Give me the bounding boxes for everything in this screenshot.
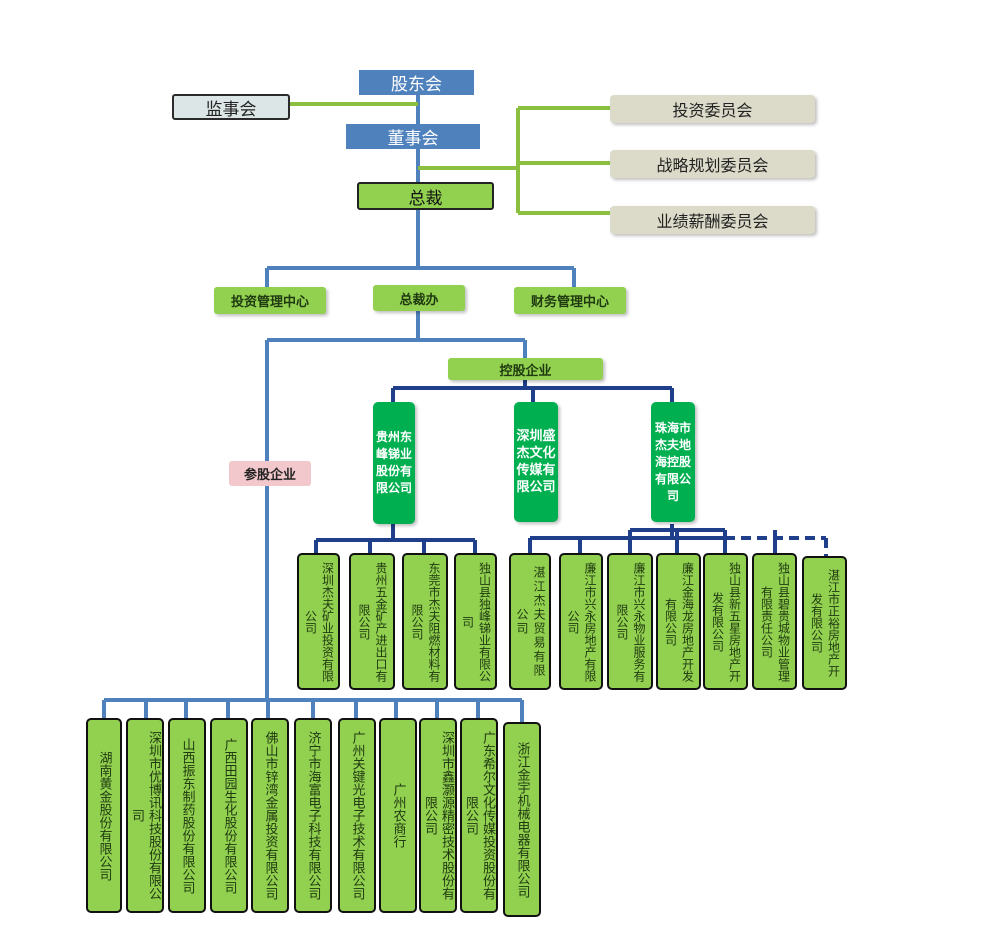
board-box: 董事会	[346, 124, 480, 149]
holding-company-guizhou: 贵州东峰锑业股份有限公司	[373, 402, 415, 524]
subsidiary-card: 独山县碧贵城物业管理有限责任公司	[752, 553, 797, 690]
participating-company-card: 深圳市优博讯科技股份有限公司	[126, 718, 164, 913]
committee-compensation: 业绩薪酬委员会	[610, 206, 815, 234]
holding-label: 控股企业	[448, 358, 603, 380]
participating-company-card: 济宁市海富电子科技有限公司	[294, 718, 332, 913]
participating-company-card: 广东希尔文化传媒投资股份有限公司	[460, 718, 498, 913]
participating-company-card: 浙江金宇机械电器有限公司	[503, 722, 541, 917]
subsidiary-card: 廉江金海龙房地产开发有限公司	[656, 553, 701, 690]
dept-ceo-office: 总裁办	[373, 285, 465, 311]
dept-investment-mgmt: 投资管理中心	[214, 287, 326, 314]
dept-label: 财务管理中心	[530, 295, 609, 310]
shareholders-label: 股东会	[391, 75, 442, 95]
participating-label: 参股企业	[229, 461, 311, 486]
participating-company-card: 山西振东制药股份有限公司	[168, 718, 206, 913]
subsidiary-card: 深圳杰夫矿业投资有限公司	[297, 553, 340, 690]
subsidiary-card: 廉江市兴永物业服务有限公司	[607, 553, 653, 690]
holding-company-shengjie: 深圳盛杰文化传媒有限公司	[514, 402, 558, 522]
supervisory-label: 监事会	[205, 99, 257, 120]
subsidiary-card: 廉江市兴永房地产有限公司	[559, 553, 603, 690]
participating-company-card: 深圳市鑫灏源精密技术股份有限公司	[419, 718, 457, 913]
subsidiary-card: 东莞市杰夫阻燃材料有限公司	[402, 553, 448, 690]
committee-investment: 投资委员会	[610, 95, 815, 123]
dept-label: 总裁办	[399, 292, 439, 308]
shareholders-box: 股东会	[359, 70, 474, 95]
subsidiary-card: 湛江杰夫贸易有限公司	[509, 553, 551, 690]
committee-label: 业绩薪酬委员会	[656, 212, 769, 231]
subsidiary-card: 独山县独峰锑业有限公司	[454, 553, 497, 690]
board-label: 董事会	[387, 129, 439, 149]
subsidiary-card: 贵州五金矿产进出口有限公司	[349, 553, 395, 690]
committee-label: 投资委员会	[672, 101, 753, 120]
dept-finance-mgmt: 财务管理中心	[514, 287, 626, 314]
committee-label: 战略规划委员会	[656, 156, 769, 175]
participating-company-card: 广西田园生化股份有限公司	[210, 718, 248, 913]
ceo-label: 总裁	[408, 188, 443, 209]
participating-company-card: 广州农商行	[379, 718, 417, 913]
participating-company-card: 广州关键光电子技术有限公司	[338, 718, 376, 913]
supervisory-box: 监事会	[172, 94, 290, 120]
participating-company-card: 湖南黄金股份有限公司	[86, 718, 122, 913]
dept-label: 投资管理中心	[230, 295, 309, 310]
subsidiary-card: 独山县新五星房地产开发有限公司	[703, 553, 748, 690]
subsidiary-card: 湛江市正裕房地产开发有限公司	[802, 556, 847, 690]
holding-company-zhuhai: 珠海市杰夫地海控股有限公司	[651, 402, 695, 522]
participating-company-card: 佛山市锌湾金属投资有限公司	[251, 718, 289, 913]
ceo-box: 总裁	[357, 182, 494, 210]
committee-strategy: 战略规划委员会	[610, 150, 815, 178]
